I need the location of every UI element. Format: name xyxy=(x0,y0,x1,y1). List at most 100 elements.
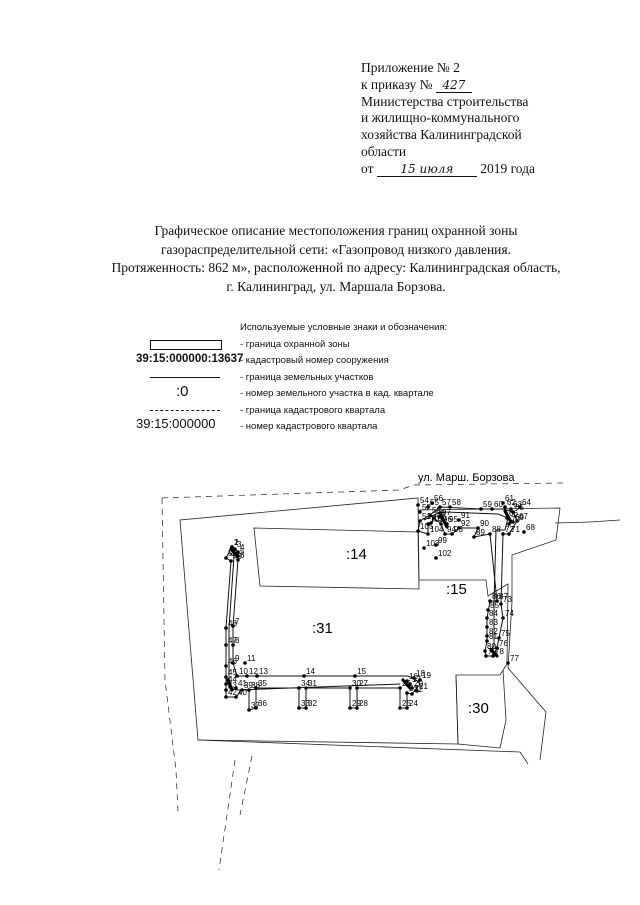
date-suffix: 2019 года xyxy=(480,160,536,176)
legend-symbol-zone-boundary xyxy=(150,340,222,350)
survey-point-label-27: 27 xyxy=(359,679,368,688)
survey-point-label-89: 89 xyxy=(476,528,485,537)
survey-point-85 xyxy=(486,608,490,612)
legend-symbol-structure-number: 39:15:000000:13637 xyxy=(136,353,244,365)
survey-point-47 xyxy=(224,643,228,647)
survey-point-label-54: 54 xyxy=(420,496,429,505)
survey-point-19 xyxy=(418,678,422,682)
survey-point-label-67: 67 xyxy=(519,512,528,521)
survey-point-59 xyxy=(479,507,483,511)
survey-point-76 xyxy=(495,646,499,650)
survey-point-label-76: 76 xyxy=(499,639,508,648)
survey-point-label-78: 78 xyxy=(495,647,504,656)
survey-point-label-64: 64 xyxy=(522,498,531,507)
survey-point-7 xyxy=(231,624,235,628)
appendix-line-6: области xyxy=(361,143,407,159)
survey-point-13 xyxy=(255,674,259,678)
survey-point-label-22: 22 xyxy=(414,685,423,694)
survey-point-label-40: 40 xyxy=(238,688,247,697)
legend-symbol-quarter-number: 39:15:000000 xyxy=(136,416,216,431)
survey-point-label-42: 42 xyxy=(228,688,237,697)
survey-point-label-35: 35 xyxy=(258,679,267,688)
survey-point-label-69: 69 xyxy=(515,513,524,522)
survey-point-label-38: 38 xyxy=(251,681,260,690)
survey-point-label-10: 10 xyxy=(239,667,248,676)
survey-point-label-56: 56 xyxy=(434,494,443,503)
survey-point-86 xyxy=(488,599,492,603)
survey-point-label-12: 12 xyxy=(249,667,258,676)
appendix-line-2: к приказу № 427 xyxy=(361,77,611,94)
survey-point-label-23: 23 xyxy=(409,684,418,693)
survey-point-label-41: 41 xyxy=(238,679,247,688)
survey-point-17 xyxy=(408,682,412,686)
survey-point-93 xyxy=(450,532,454,536)
survey-point-64 xyxy=(518,505,522,509)
title-line-1: Графическое описание местоположения гран… xyxy=(154,223,518,238)
survey-point-69 xyxy=(511,520,515,524)
survey-point-label-24: 24 xyxy=(409,699,418,708)
survey-point-65 xyxy=(511,510,515,514)
survey-point-label-17: 17 xyxy=(412,675,421,684)
survey-point-label-62: 62 xyxy=(507,498,516,507)
survey-point-label-88: 88 xyxy=(492,525,501,534)
title-line-4: г. Калининград, ул. Маршала Борзова. xyxy=(226,278,446,294)
survey-point-54 xyxy=(416,503,420,507)
survey-point-9 xyxy=(231,661,235,665)
survey-point-43 xyxy=(224,688,228,692)
survey-point-label-65: 65 xyxy=(515,503,524,512)
plot-15-boundary xyxy=(417,507,561,761)
survey-point-label-44: 44 xyxy=(228,675,237,684)
survey-point-78 xyxy=(491,654,495,658)
survey-point-48 xyxy=(224,626,228,630)
survey-point-14 xyxy=(302,674,306,678)
order-prefix: к приказу № xyxy=(361,76,433,92)
survey-point-53 xyxy=(428,513,432,517)
survey-point-label-87: 87 xyxy=(499,592,508,601)
survey-point-98 xyxy=(432,516,436,520)
survey-point-50 xyxy=(224,556,228,560)
legend-item-plot-boundary: - граница земельных участков xyxy=(240,372,374,383)
survey-point-label-97: 97 xyxy=(442,508,451,517)
survey-point-label-11: 11 xyxy=(247,654,256,663)
survey-point-26 xyxy=(398,686,402,690)
survey-point-28 xyxy=(355,706,359,710)
survey-point-55 xyxy=(426,505,430,509)
order-number-handwritten: 427 xyxy=(435,78,472,93)
legend-title: Используемые условные знаки и обозначени… xyxy=(240,322,448,333)
survey-point-label-85: 85 xyxy=(490,601,499,610)
appendix-line-1: Приложение № 2 xyxy=(361,60,460,75)
survey-point-35 xyxy=(254,686,258,690)
survey-point-95 xyxy=(445,522,449,526)
survey-point-70 xyxy=(507,522,511,526)
survey-point-label-25: 25 xyxy=(402,699,411,708)
survey-point-label-19: 19 xyxy=(422,671,431,680)
survey-point-4 xyxy=(236,550,240,554)
survey-point-label-75: 75 xyxy=(501,629,510,638)
survey-point-58 xyxy=(448,505,452,509)
survey-point-label-43: 43 xyxy=(228,681,237,690)
survey-point-label-100: 100 xyxy=(433,514,447,523)
legend: Используемые условные знаки и обозначени… xyxy=(0,0,640,440)
survey-point-label-36: 36 xyxy=(258,699,267,708)
legend-item-quarter-boundary: - граница кадастрового квартала xyxy=(240,405,386,416)
survey-point-label-93: 93 xyxy=(454,525,463,534)
survey-point-37 xyxy=(247,708,251,712)
survey-point-label-57: 57 xyxy=(442,498,451,507)
survey-point-18 xyxy=(412,676,416,680)
survey-point-label-9: 9 xyxy=(235,654,240,663)
survey-point-label-20: 20 xyxy=(414,679,423,688)
date-prefix: от xyxy=(361,160,374,176)
survey-point-label-98: 98 xyxy=(436,509,445,518)
survey-point-label-39: 39 xyxy=(244,681,253,690)
survey-point-label-4: 4 xyxy=(240,543,245,552)
survey-point-15 xyxy=(353,674,357,678)
survey-point-102 xyxy=(434,556,438,560)
survey-point-label-96: 96 xyxy=(443,515,452,524)
survey-point-label-33: 33 xyxy=(301,699,310,708)
land-plot-boundaries xyxy=(179,497,621,765)
appendix-line-4: и жилищно-коммунального xyxy=(361,110,520,126)
survey-point-84 xyxy=(485,616,489,620)
survey-points: 1234567891011121314151617181920212223242… xyxy=(224,494,535,712)
survey-point-5 xyxy=(236,554,240,558)
survey-point-88 xyxy=(488,532,492,536)
